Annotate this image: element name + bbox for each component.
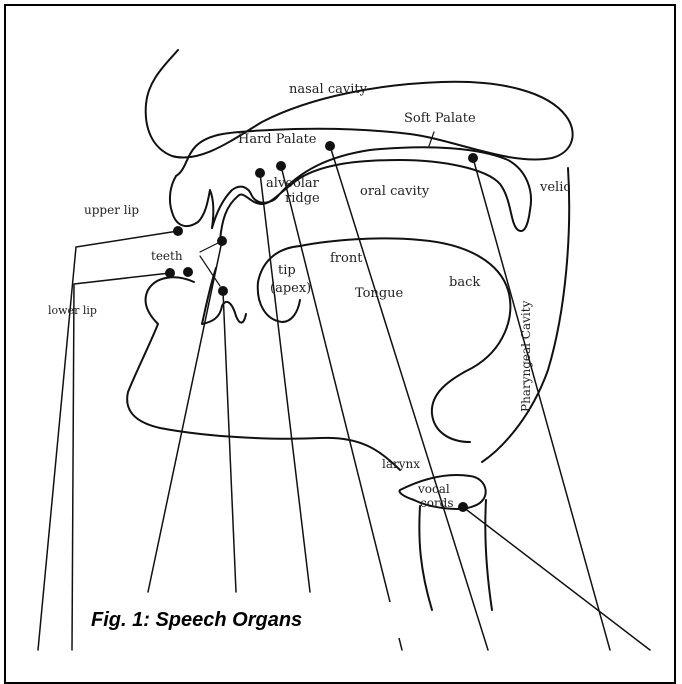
back-label: back: [449, 276, 480, 289]
larynx-label: larynx: [382, 458, 420, 470]
upper-lip-outline: [170, 176, 213, 228]
trachea-outline: [419, 500, 492, 610]
soft-palate-dot: [468, 153, 478, 163]
lower-lip-outline: [127, 277, 400, 470]
vocal-cords-line: [463, 507, 650, 650]
alveolar-dot: [255, 168, 265, 178]
upper-lip-dot: [173, 226, 183, 236]
ridge-label: ridge: [285, 192, 320, 205]
teeth-line: [148, 241, 222, 592]
upper-lip-line: [38, 231, 178, 650]
cords-label: cords: [420, 497, 454, 509]
lower-lip-label: lower lip: [48, 305, 97, 316]
front-label: front: [330, 252, 362, 265]
vocal-cords-dot: [458, 502, 468, 512]
caption-box: Fig. 1: Speech Organs: [76, 602, 402, 638]
alveolar-label: alveolar: [266, 177, 319, 190]
soft-palate-label: Soft Palate: [404, 112, 476, 125]
lower-lip-dot-b: [183, 267, 193, 277]
upper-lip-label: upper lip: [84, 204, 139, 216]
soft-palate-line: [473, 158, 610, 650]
apex-label: (apex): [270, 282, 311, 295]
tip-label: tip: [278, 264, 296, 277]
velum-line: [330, 146, 488, 650]
vocal-label: vocal: [418, 483, 450, 495]
oral-cavity-label: oral cavity: [360, 185, 429, 198]
teeth-label: teeth: [151, 250, 183, 262]
teeth-dot: [217, 236, 227, 246]
velum-dot: [325, 141, 335, 151]
lower-teeth-line: [223, 291, 236, 592]
lower-lip-dot-a: [165, 268, 175, 278]
nasal-cavity-label: nasal cavity: [289, 83, 367, 96]
hard-palate-label: Hard Palate: [238, 133, 317, 146]
tongue-label: Tongue: [355, 287, 403, 300]
velic-label: velic: [540, 181, 571, 194]
alveolar-line: [260, 173, 310, 592]
tongue-outline: [300, 238, 510, 442]
hard-palate-dot: [276, 161, 286, 171]
lower-teeth-dot: [218, 286, 228, 296]
nasal-cavity-outline: [146, 50, 573, 176]
figure-caption: Fig. 1: Speech Organs: [91, 609, 302, 632]
pharyngeal-cavity-label: Pharyngeal Cavity: [520, 301, 532, 412]
speech-organs-diagram: [0, 0, 682, 651]
